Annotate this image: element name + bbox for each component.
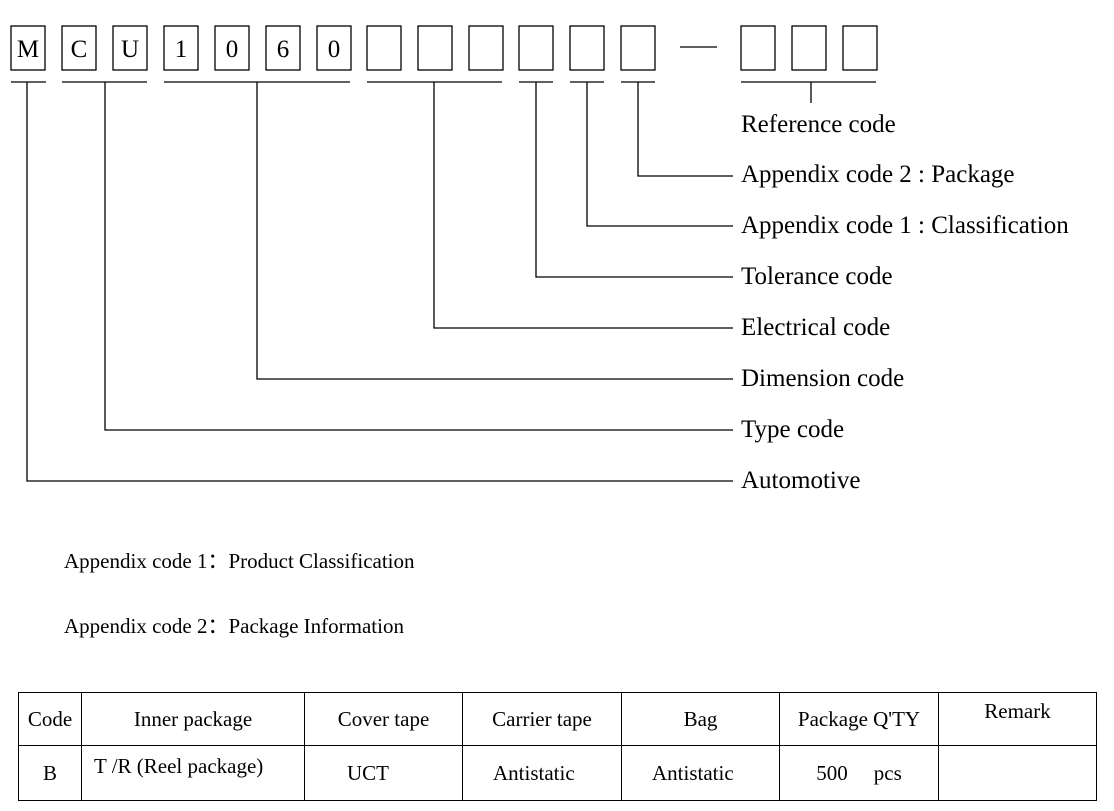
label-tolerance-code: Tolerance code	[741, 263, 893, 290]
header-package-qty: Package Q'TY	[779, 692, 939, 746]
cell-cover-tape: UCT	[304, 745, 463, 801]
leader-tolerance	[535, 82, 733, 278]
qty-value: 500	[816, 760, 848, 785]
header-remark: Remark	[938, 692, 1097, 746]
leader-type	[104, 82, 733, 431]
leader-dimension	[256, 82, 733, 380]
cell-inner-package: T /R (Reel package)	[81, 745, 305, 801]
label-reference-code: Reference code	[741, 111, 896, 138]
code-char: 0	[226, 36, 239, 63]
label-dimension-code: Dimension code	[741, 365, 904, 392]
table-row: B T /R (Reel package) UCT Antistatic Ant…	[18, 745, 1097, 801]
cell-package-qty: 500 pcs	[779, 745, 939, 801]
code-box	[214, 25, 250, 71]
code-char: M	[17, 36, 39, 63]
header-inner-package: Inner package	[81, 692, 305, 746]
leader-lines	[11, 46, 876, 482]
label-automotive: Automotive	[741, 467, 860, 494]
code-box	[61, 25, 97, 71]
cell-bag: Antistatic	[621, 745, 780, 801]
leader-appendix2	[637, 82, 733, 177]
code-box	[163, 25, 199, 71]
code-char: 1	[175, 36, 188, 63]
code-box	[417, 25, 453, 71]
label-appendix-code-2: Appendix code 2 : Package	[741, 161, 1015, 188]
leader-electrical	[433, 82, 733, 329]
code-box	[112, 25, 148, 71]
leader-appendix1	[586, 82, 733, 227]
code-box	[265, 25, 301, 71]
note-appendix-code-2: Appendix code 2：Package Information	[64, 614, 404, 638]
package-info-table: Code Inner package Cover tape Carrier ta…	[18, 692, 1097, 801]
code-char: U	[121, 36, 139, 63]
cell-carrier-tape: Antistatic	[462, 745, 622, 801]
cell-code: B	[18, 745, 82, 801]
cell-remark	[938, 745, 1097, 801]
header-carrier-tape: Carrier tape	[462, 692, 622, 746]
header-cover-tape: Cover tape	[304, 692, 463, 746]
code-box	[10, 25, 46, 71]
label-electrical-code: Electrical code	[741, 314, 890, 341]
code-box	[366, 25, 402, 71]
qty-unit: pcs	[873, 760, 902, 785]
code-box	[791, 25, 827, 71]
code-box	[316, 25, 352, 71]
code-box	[569, 25, 605, 71]
code-boxes: M C U 1 0 6 0	[10, 25, 878, 71]
table-header-row: Code Inner package Cover tape Carrier ta…	[18, 692, 1097, 746]
label-type-code: Type code	[741, 416, 844, 443]
code-char: C	[71, 36, 88, 63]
code-box	[842, 25, 878, 71]
code-box	[620, 25, 656, 71]
code-char: 0	[328, 36, 341, 63]
note-appendix-code-1: Appendix code 1：Product Classification	[64, 549, 415, 573]
leader-automotive	[26, 82, 733, 482]
code-box	[740, 25, 776, 71]
code-char: 6	[277, 36, 290, 63]
header-code: Code	[18, 692, 82, 746]
header-bag: Bag	[621, 692, 780, 746]
code-box	[518, 25, 554, 71]
code-box	[468, 25, 504, 71]
label-appendix-code-1: Appendix code 1 : Classification	[741, 212, 1069, 239]
